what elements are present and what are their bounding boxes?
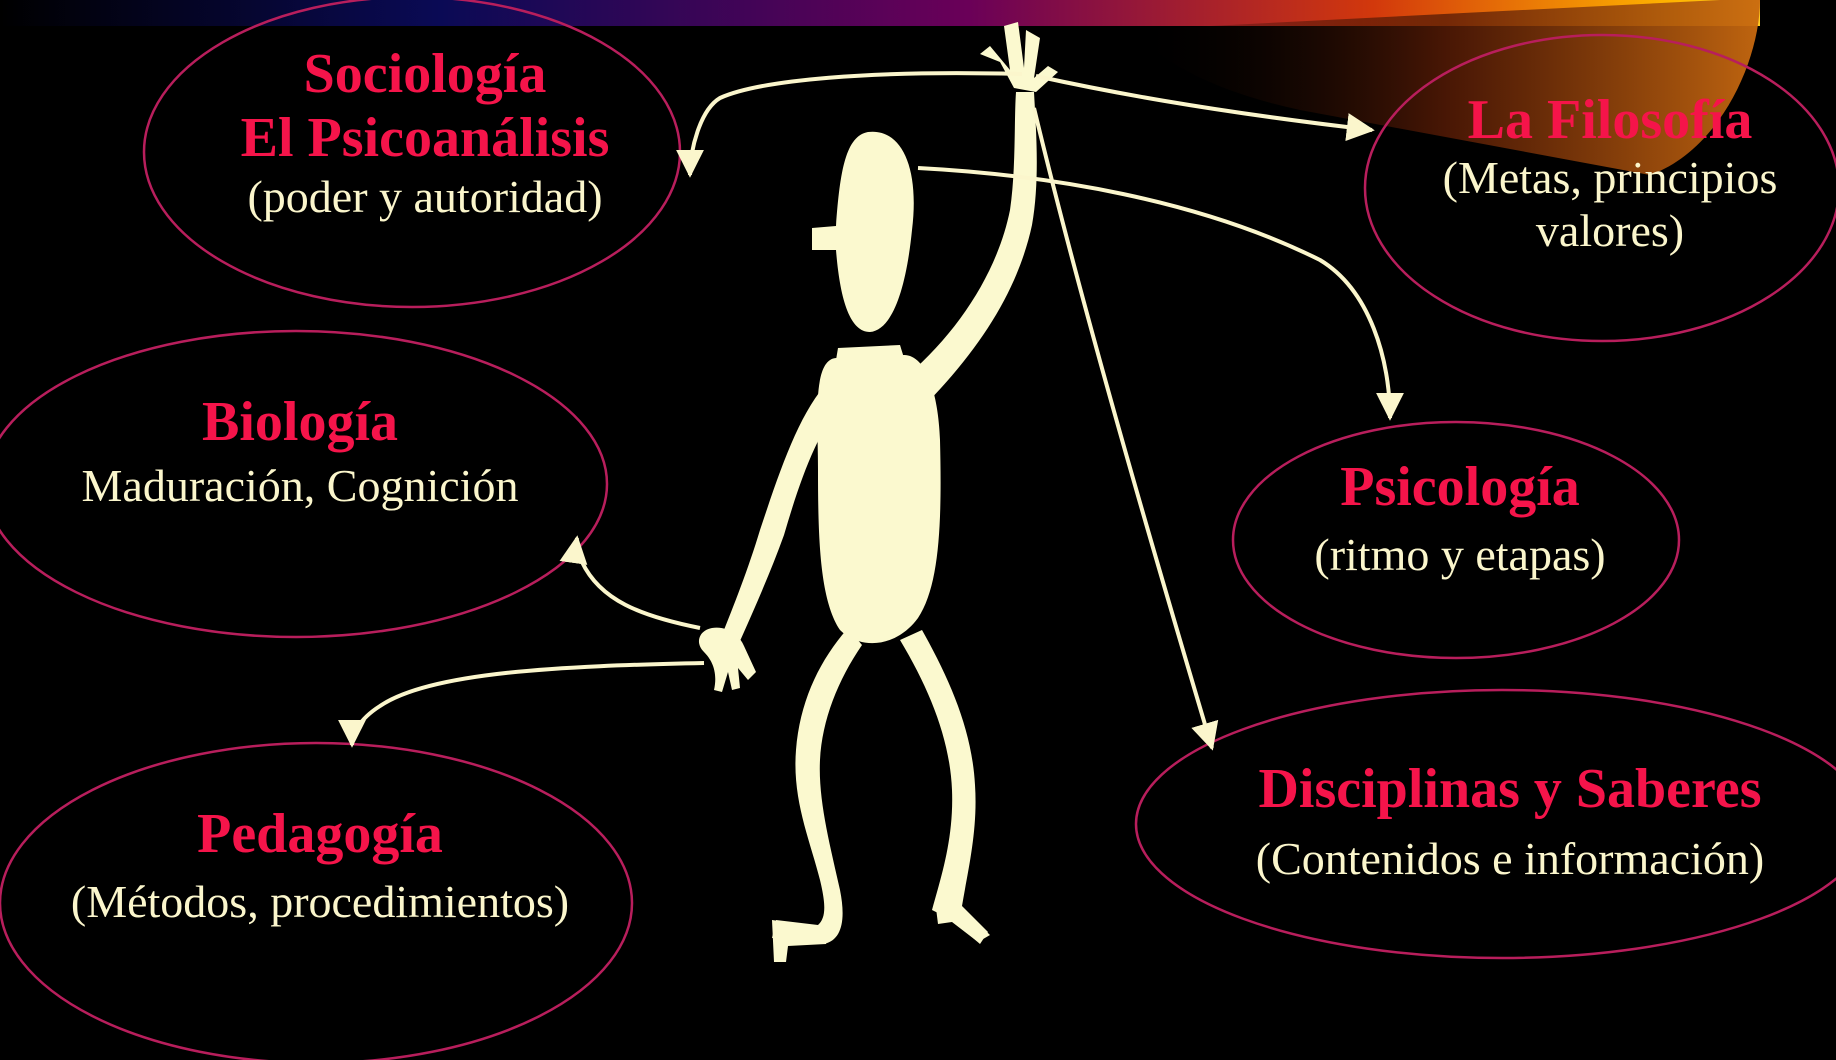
figure-left-leg — [772, 628, 862, 944]
sociologia-title: Sociología — [303, 43, 547, 105]
sociologia-subtitle: (poder y autoridad) — [247, 170, 603, 222]
biologia-subtitle: Maduración, Cognición — [81, 460, 519, 512]
header-swoosh — [1130, 0, 1760, 175]
filosofia-subtitle-line1: (Metas, principios — [1442, 152, 1778, 204]
sociologia-node: Sociología El Psicoanálisis (poder y aut… — [180, 42, 670, 224]
pedagogia-subtitle: (Métodos, procedimientos) — [70, 876, 570, 928]
pedagogia-ellipse — [0, 741, 634, 1060]
biologia-ellipse — [0, 329, 609, 639]
psicologia-subtitle: (ritmo y etapas) — [1314, 529, 1606, 581]
biologia-node: Biología Maduración, Cognición — [20, 390, 580, 513]
figure-right-leg — [900, 630, 988, 944]
psicologia-title: Psicología — [1340, 456, 1580, 518]
disciplinas-node: Disciplinas y Saberes (Contenidos e info… — [1190, 757, 1830, 886]
figure-left-foot — [772, 920, 828, 962]
arrow-to-filosofia — [1035, 74, 1375, 141]
disciplinas-subtitle: (Contenidos e información) — [1255, 833, 1765, 885]
biologia-title: Biología — [201, 391, 399, 453]
psicologia-node: Psicología (ritmo y etapas) — [1240, 455, 1680, 582]
figure-left-hand — [698, 627, 756, 692]
filosofia-node: La Filosofía (Metas, principios valores) — [1380, 88, 1836, 258]
disciplinas-ellipse — [1134, 688, 1836, 960]
arrow-to-psicologia — [917, 166, 1404, 421]
figure-raised-hand — [980, 22, 1058, 92]
arrow-to-biologia — [559, 535, 701, 630]
stick-figure — [698, 22, 1058, 962]
connectors — [338, 71, 1404, 751]
figure-raised-arm — [908, 92, 1037, 410]
arrow-to-pedagogia — [338, 661, 705, 748]
filosofia-title: La Filosofía — [1467, 89, 1753, 151]
disciplinas-title: Disciplinas y Saberes — [1258, 758, 1762, 820]
arrow-to-sociologia — [676, 71, 1023, 178]
figure-right-foot — [936, 906, 990, 942]
pedagogia-node: Pedagogía (Métodos, procedimientos) — [20, 802, 620, 929]
psicologia-ellipse — [1231, 420, 1681, 660]
psicoanalisis-title: El Psicoanálisis — [240, 107, 610, 170]
figure-head — [812, 131, 914, 332]
filosofia-ellipse — [1363, 33, 1836, 343]
pedagogia-title: Pedagogía — [197, 803, 443, 865]
arrow-to-disciplinas — [1032, 107, 1219, 751]
figure-torso — [817, 355, 941, 644]
filosofia-subtitle-line2: valores) — [1535, 205, 1685, 257]
figure-left-arm — [720, 380, 842, 650]
